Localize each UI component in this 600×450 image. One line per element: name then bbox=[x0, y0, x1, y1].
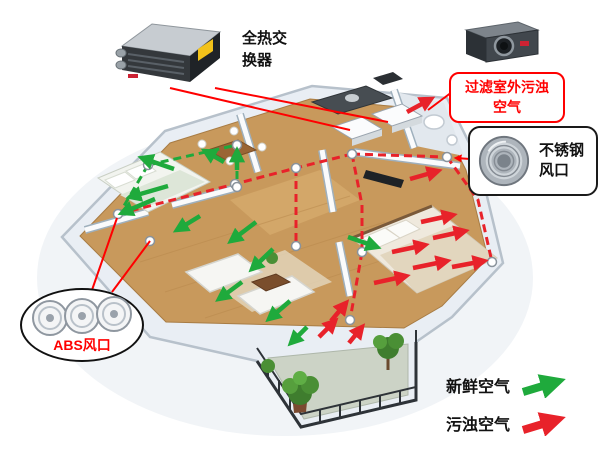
abs-vent-label: ABS风口 bbox=[53, 337, 111, 353]
filter-label: 过滤室外污浊空气 bbox=[465, 79, 549, 115]
legend-item-fresh: 新鲜空气 bbox=[446, 372, 576, 398]
air-diffusers bbox=[112, 139, 498, 326]
legend: 新鲜空气 污浊空气 bbox=[446, 372, 576, 436]
polluted-air-label: 污浊空气 bbox=[446, 417, 511, 434]
callout-stainless-vent: 不锈钢风口 bbox=[468, 126, 598, 196]
fresh-air-arrows bbox=[117, 146, 382, 347]
polluted-air-arrow-icon bbox=[521, 412, 566, 436]
outdoor-air-filter-unit-icon bbox=[464, 21, 540, 63]
callout-connector-lines bbox=[91, 85, 471, 293]
plants bbox=[261, 252, 404, 413]
duct-network-red bbox=[117, 152, 494, 321]
abs-round-vents-icon bbox=[32, 296, 132, 336]
heat-recovery-unit-icon bbox=[115, 23, 222, 82]
callout-abs-vent: ABS风口 bbox=[20, 288, 144, 362]
callout-heat-exchanger: 全热交换器 bbox=[108, 8, 292, 92]
fresh-air-label: 新鲜空气 bbox=[446, 379, 511, 396]
stainless-vent-label: 不锈钢风口 bbox=[539, 141, 585, 179]
fresh-air-arrow-icon bbox=[521, 374, 566, 398]
heat-exchanger-label: 全热交换器 bbox=[242, 30, 288, 69]
stainless-steel-round-vent-icon bbox=[478, 135, 530, 187]
filter-label-box: 过滤室外污浊空气 bbox=[449, 72, 565, 124]
polluted-air-arrows bbox=[317, 96, 489, 345]
legend-item-polluted: 污浊空气 bbox=[446, 410, 576, 436]
